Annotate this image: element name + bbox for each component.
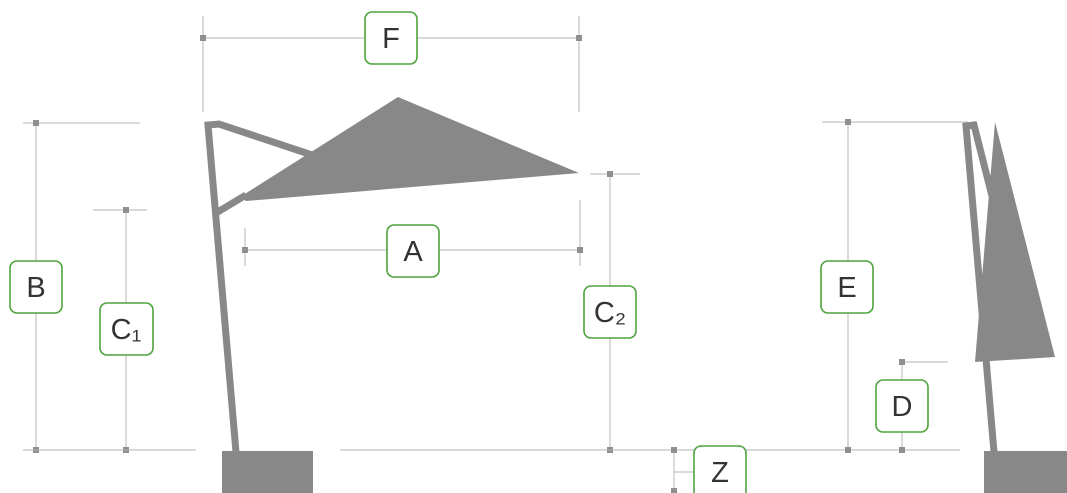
svg-text:C₂: C₂ xyxy=(594,297,626,329)
svg-text:E: E xyxy=(837,272,856,304)
folded-umbrella-base xyxy=(984,451,1067,493)
dimension-label-b: B xyxy=(9,260,63,314)
dimension-label-c1: C₁ xyxy=(99,302,154,356)
dimension-label-a: A xyxy=(386,224,440,278)
folded-umbrella-pole xyxy=(962,121,998,453)
dimension-label-f: F xyxy=(364,11,418,65)
dimension-label-c2: C₂ xyxy=(583,285,637,339)
umbrella-base xyxy=(222,451,313,493)
folded-umbrella xyxy=(962,121,1067,493)
svg-text:B: B xyxy=(26,272,45,304)
dimension-label-z: Z xyxy=(693,445,747,493)
svg-text:C₁: C₁ xyxy=(111,314,142,346)
svg-text:A: A xyxy=(403,236,423,268)
folded-umbrella-canopy xyxy=(975,122,1055,362)
umbrella-arm xyxy=(214,191,248,217)
svg-text:F: F xyxy=(382,23,400,55)
svg-text:D: D xyxy=(892,391,913,423)
umbrella-canopy xyxy=(240,97,579,201)
svg-text:Z: Z xyxy=(711,457,729,489)
dimension-label-d: D xyxy=(875,379,929,433)
dimension-label-e: E xyxy=(820,260,874,314)
open-umbrella xyxy=(204,97,579,493)
umbrella-pole xyxy=(204,120,314,453)
dimension-lines xyxy=(23,16,968,493)
